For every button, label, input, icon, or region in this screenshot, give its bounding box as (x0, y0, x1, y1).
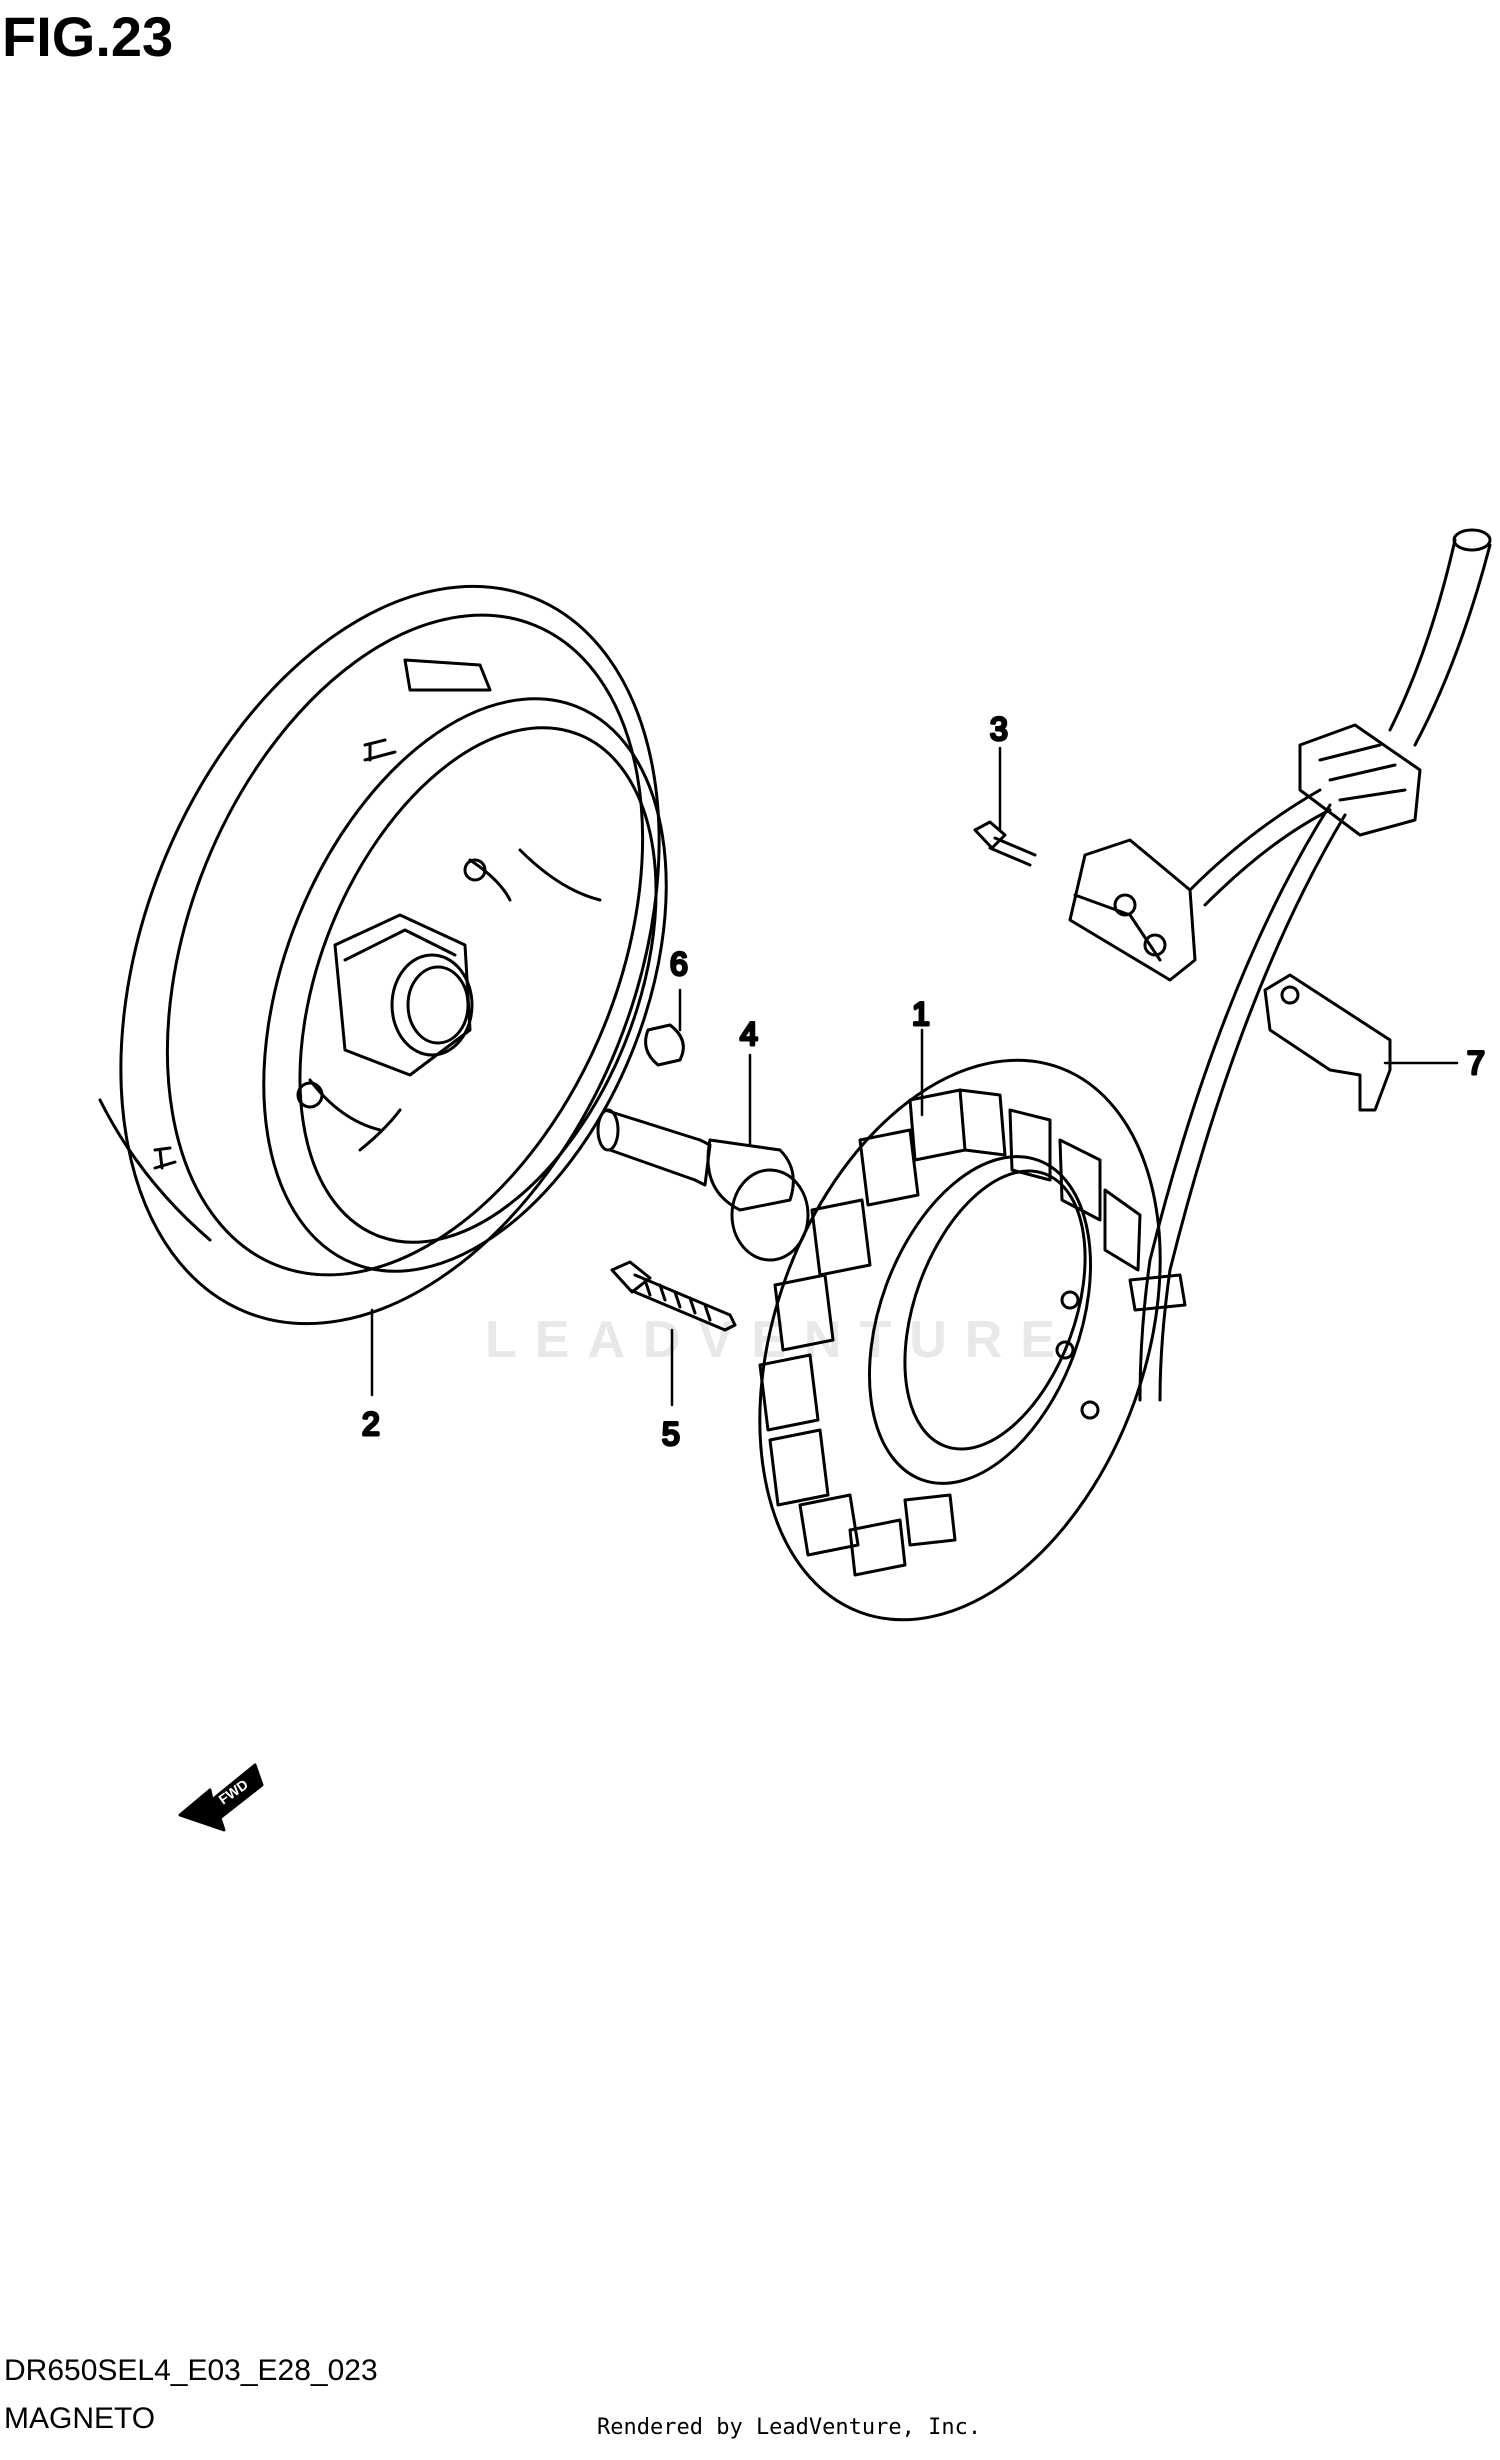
pickup-sensor (1068, 838, 1197, 982)
key-part (644, 1023, 685, 1067)
rotor-flywheel (98, 584, 668, 1326)
callout-1: 1 (912, 996, 930, 1032)
wire-harness (1138, 528, 1492, 1402)
leader-lines (370, 746, 1459, 1407)
callout-2: 2 (362, 1406, 380, 1442)
fwd-arrow-icon (178, 1763, 264, 1832)
callout-6: 6 (670, 946, 688, 982)
stator-coil (758, 1058, 1187, 1622)
small-screw-part (973, 820, 1037, 867)
clamp-part (1263, 973, 1392, 1112)
render-credit: Rendered by LeadVenture, Inc. (597, 2415, 982, 2440)
model-code: DR650SEL4_E03_E28_023 (4, 2354, 378, 2387)
figure-title: FIG.23 (2, 5, 174, 68)
callout-5: 5 (662, 1416, 680, 1452)
callout-4: 4 (740, 1016, 758, 1052)
callout-3: 3 (990, 711, 1008, 747)
watermark-text: LEADVENTURE (485, 1311, 1074, 1369)
screw-part (610, 1260, 737, 1332)
spacer-bolt (596, 1108, 810, 1262)
callout-7: 7 (1467, 1045, 1485, 1081)
section-name: MAGNETO (4, 2402, 156, 2435)
